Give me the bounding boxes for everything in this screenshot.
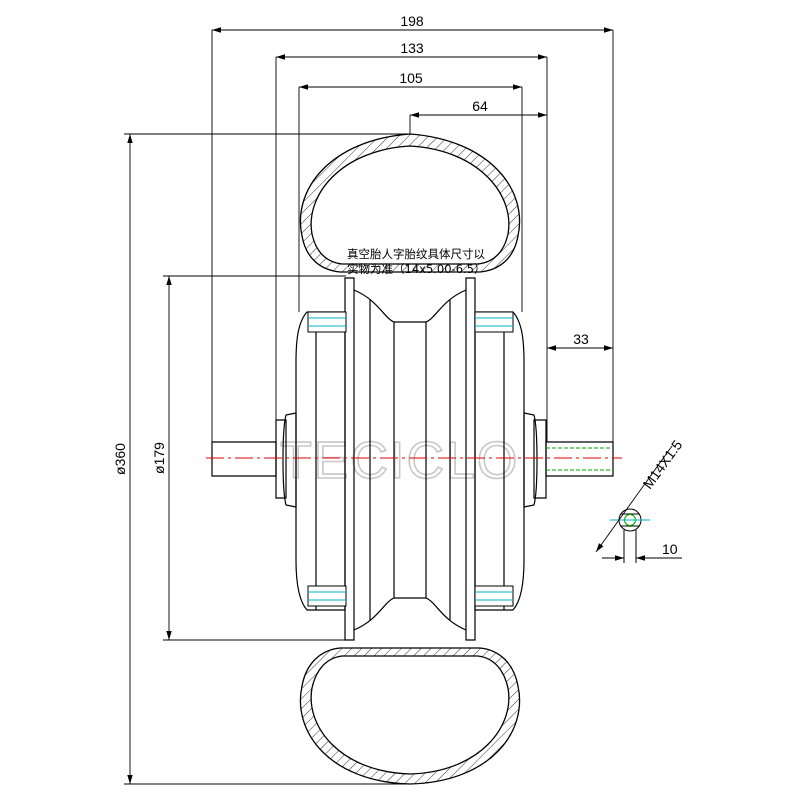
dim-label-133: 133 <box>400 40 424 56</box>
axle-thread-lines <box>546 447 613 471</box>
tire-lower <box>299 647 521 785</box>
dim-label-198: 198 <box>400 13 424 29</box>
tire-upper <box>299 133 521 273</box>
bolt-bottom-left <box>307 585 347 607</box>
dim-label-360: ø360 <box>112 443 128 475</box>
dim-label-105: 105 <box>399 70 423 86</box>
extension-lines <box>124 30 614 785</box>
bolt-top-left <box>307 311 347 333</box>
tire-note: 真空胎人字胎纹具体尺寸以 实物为准（14x5.00-6.5） <box>347 247 485 276</box>
dimension-diameter-179: ø179 <box>151 276 172 640</box>
bolt-bottom-right <box>474 585 514 607</box>
axle-end-detail: M14X1.5 10 <box>595 437 685 563</box>
tire-note-line2: 实物为准（14x5.00-6.5） <box>347 262 485 276</box>
dimension-33: 33 <box>547 331 613 351</box>
watermark-text: TECICLO <box>280 432 519 490</box>
bolt-top-right <box>474 311 514 333</box>
dim-label-10: 10 <box>662 541 678 557</box>
thread-leader-line <box>595 445 673 553</box>
dimension-105: 105 <box>299 70 522 90</box>
thread-spec-label: M14X1.5 <box>639 437 685 492</box>
dimension-133: 133 <box>276 40 547 60</box>
dim-label-64: 64 <box>472 98 488 114</box>
dimension-198: 198 <box>212 13 613 33</box>
dimension-diameter-360: ø360 <box>112 134 133 784</box>
tire-note-line1: 真空胎人字胎纹具体尺寸以 <box>347 247 485 261</box>
dim-label-179: ø179 <box>151 442 167 474</box>
axle-section-icon <box>610 508 650 563</box>
hub-body <box>211 277 614 641</box>
dimension-64: 64 <box>410 98 547 118</box>
dim-label-33: 33 <box>573 331 589 347</box>
